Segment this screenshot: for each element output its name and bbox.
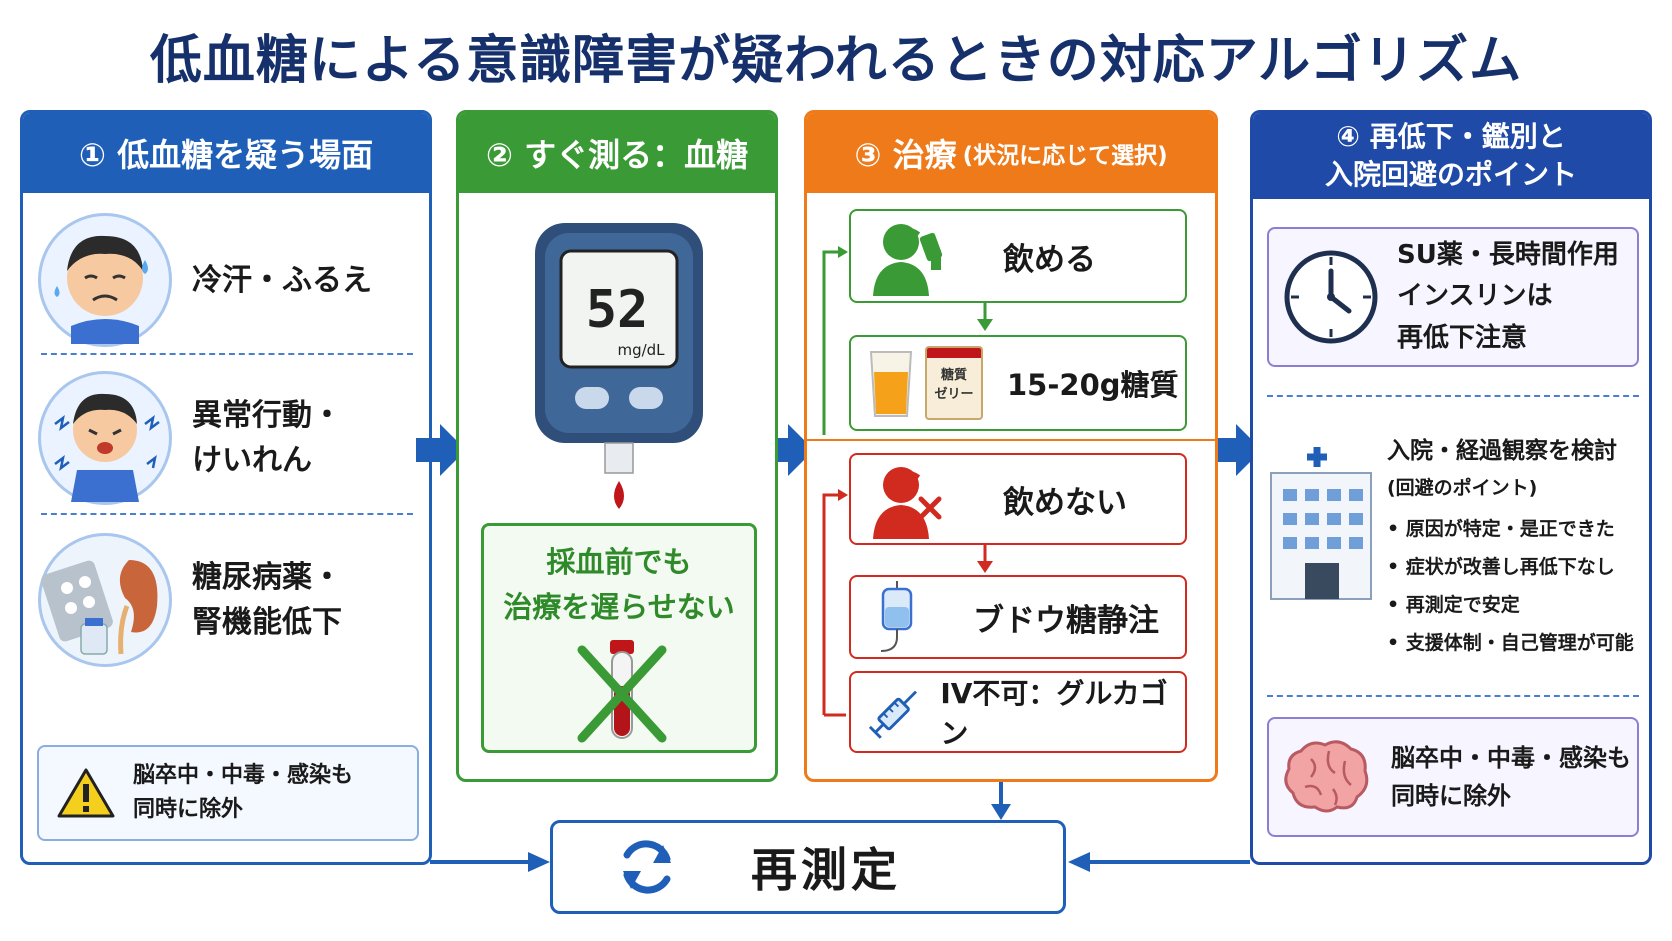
iv-glucose-box: ブドウ糖静注 (849, 575, 1187, 659)
juice-glass-icon (869, 351, 913, 417)
su-line3: 再低下注意 (1397, 322, 1528, 353)
remeasure-box: 再測定 (550, 820, 1066, 914)
symptom-abnormal-behavior-text: 異常行動・ けいれん (192, 393, 342, 483)
panel-recurrence-admission: ④ 再低下・鑑別と 入院回避のポイント SU薬・長時間作用 インスリンは 再低下… (1250, 110, 1652, 865)
panel-measure-glucose: ② すぐ測る：血糖 52 mg/dL 採血前でも 治療を遅らせない (456, 110, 778, 782)
symptom-cold-sweat-row: 冷汗・ふるえ (38, 213, 416, 347)
dont-delay-line1: 採血前でも (546, 545, 692, 579)
panel-treatment: ③ 治療 (状況に応じて選択) 飲める 糖質 ゼリー 15-20g糖質 (804, 110, 1218, 782)
jelly-pack-icon: 糖質 ゼリー (925, 346, 983, 420)
arrow-right-icon (764, 424, 814, 476)
bullet-item: • 症状が改善し再低下なし (1387, 556, 1615, 578)
bullet-text: 支援体制・自己管理が可能 (1405, 632, 1634, 654)
divider (41, 353, 413, 355)
divider (1267, 695, 1639, 697)
bullet-text: 症状が改善し再低下なし (1405, 556, 1615, 578)
refresh-icon (623, 840, 671, 894)
can-drink-box: 飲める (849, 209, 1187, 303)
arrow-down-icon (977, 303, 993, 331)
arrow-to-remeasure-icon (1068, 852, 1250, 872)
pills-kidney-icon (38, 533, 172, 667)
risk-diabetes-drugs-row: 糖尿病薬・ 腎機能低下 (38, 533, 416, 667)
branch-divider (807, 439, 1215, 441)
arrow-to-remeasure-icon (430, 852, 550, 872)
glucagon-label: IV不可：グルカゴン (940, 677, 1168, 750)
risk-diabetes-drugs: 糖尿病薬・ (192, 560, 342, 595)
syringe-icon (868, 690, 918, 739)
symptom-abnormal-behavior-row: 異常行動・ けいれん (38, 371, 416, 505)
can-drink-label: 飲める (1003, 241, 1096, 278)
bullet-item: • 原因が特定・是正できた (1387, 518, 1615, 540)
divider (1267, 395, 1639, 397)
seizing-boy-icon (38, 371, 172, 505)
glucagon-box: IV不可：グルカゴン (849, 671, 1187, 753)
admission-bullets: • 原因が特定・是正できた • 症状が改善し再低下なし • 再測定で安定 • 支… (1387, 510, 1634, 662)
brain-line2: 同時に除外 (1391, 782, 1511, 810)
panel3-header-main: ③ 治療 (854, 136, 957, 174)
bullet-item: • 支援体制・自己管理が可能 (1387, 632, 1634, 654)
iv-glucose-label: ブドウ糖静注 (973, 602, 1159, 639)
clock-icon (1284, 250, 1378, 344)
divider (41, 513, 413, 515)
panel1-header: ① 低血糖を疑う場面 (23, 113, 429, 193)
cannot-drink-box: 飲めない (849, 453, 1187, 545)
meter-unit: mg/dL (617, 341, 665, 359)
panel4-header-line2: 入院回避のポイント (1324, 158, 1577, 191)
panel3-header: ③ 治療 (状況に応じて選択) (807, 113, 1215, 193)
bullet-text: 再測定で安定 (1405, 594, 1520, 616)
page-title: 低血糖による意識障害が疑われるときの対応アルゴリズム (149, 31, 1523, 91)
arrow-right-icon (416, 424, 466, 476)
exclude-other-causes-text: 脳卒中・中毒・感染も 同時に除外 (1391, 739, 1631, 816)
carb-intake-box: 糖質 ゼリー 15-20g糖質 (849, 335, 1187, 431)
exclude-warning-text: 脳卒中・中毒・感染も 同時に除外 (115, 759, 353, 827)
meter-value: 52 (586, 280, 649, 340)
symptom-abnormal-behavior: 異常行動・ (192, 398, 342, 433)
su-insulin-caution-box: SU薬・長時間作用 インスリンは 再低下注意 (1267, 227, 1639, 367)
bullet-item: • 再測定で安定 (1387, 594, 1520, 616)
carb-label: 15-20g糖質 (1007, 368, 1179, 402)
risk-renal-impairment: 腎機能低下 (192, 605, 342, 640)
su-insulin-caution-text: SU薬・長時間作用 インスリンは 再低下注意 (1397, 235, 1619, 360)
branch-connector-lines (822, 246, 848, 717)
jelly-label-2: ゼリー (934, 387, 974, 402)
brain-line1: 脳卒中・中毒・感染も (1391, 743, 1631, 772)
arrow-down-icon (977, 545, 993, 573)
jelly-label-1: 糖質 (940, 368, 967, 383)
person-drinking-icon (873, 224, 943, 296)
admission-consideration: 入院・経過観察を検討 (回避のポイント) • 原因が特定・是正できた • 症状が… (1387, 431, 1634, 662)
arrow-down-icon (991, 782, 1011, 820)
su-line2: インスリンは (1397, 281, 1553, 312)
hospital-icon (1270, 447, 1372, 600)
symptom-cold-sweat: 冷汗・ふるえ (192, 262, 372, 298)
iv-bag-icon (880, 581, 913, 652)
symptom-seizure: けいれん (192, 443, 312, 478)
panel4-header: ④ 再低下・鑑別と 入院回避のポイント (1253, 113, 1649, 199)
blood-tube-crossed-icon (577, 640, 667, 743)
warning-line1: 脳卒中・中毒・感染も (133, 762, 354, 788)
glucose-meter-icon: 52 mg/dL (535, 223, 703, 509)
dont-delay-treatment-box: 採血前でも 治療を遅らせない (481, 523, 757, 753)
panel2-header: ② すぐ測る：血糖 (459, 113, 775, 193)
risk-diabetes-drugs-text: 糖尿病薬・ 腎機能低下 (192, 555, 342, 645)
brain-icon (1284, 740, 1369, 813)
warning-icon (57, 768, 115, 818)
exclude-warning-box: 脳卒中・中毒・感染も 同時に除外 (37, 745, 419, 841)
panel-suspect-hypoglycemia: ① 低血糖を疑う場面 冷汗・ふるえ (20, 110, 432, 865)
arrow-right-icon (1212, 424, 1262, 476)
dont-delay-line2: 治療を遅らせない (503, 589, 735, 624)
remeasure-label: 再測定 (751, 843, 901, 897)
exclude-other-causes-box: 脳卒中・中毒・感染も 同時に除外 (1267, 717, 1639, 837)
sweating-boy-icon (38, 213, 172, 347)
cannot-drink-label: 飲めない (1003, 484, 1127, 521)
panel4-header-line1: ④ 再低下・鑑別と (1336, 120, 1566, 154)
admission-title: 入院・経過観察を検討 (1387, 438, 1617, 464)
warning-line2: 同時に除外 (133, 797, 244, 822)
person-cannot-drink-icon (873, 467, 942, 539)
admission-subtitle: (回避のポイント) (1387, 477, 1538, 499)
bullet-text: 原因が特定・是正できた (1405, 518, 1615, 540)
su-line1: SU薬・長時間作用 (1397, 239, 1619, 270)
panel3-header-sub: (状況に応じて選択) (962, 143, 1168, 169)
